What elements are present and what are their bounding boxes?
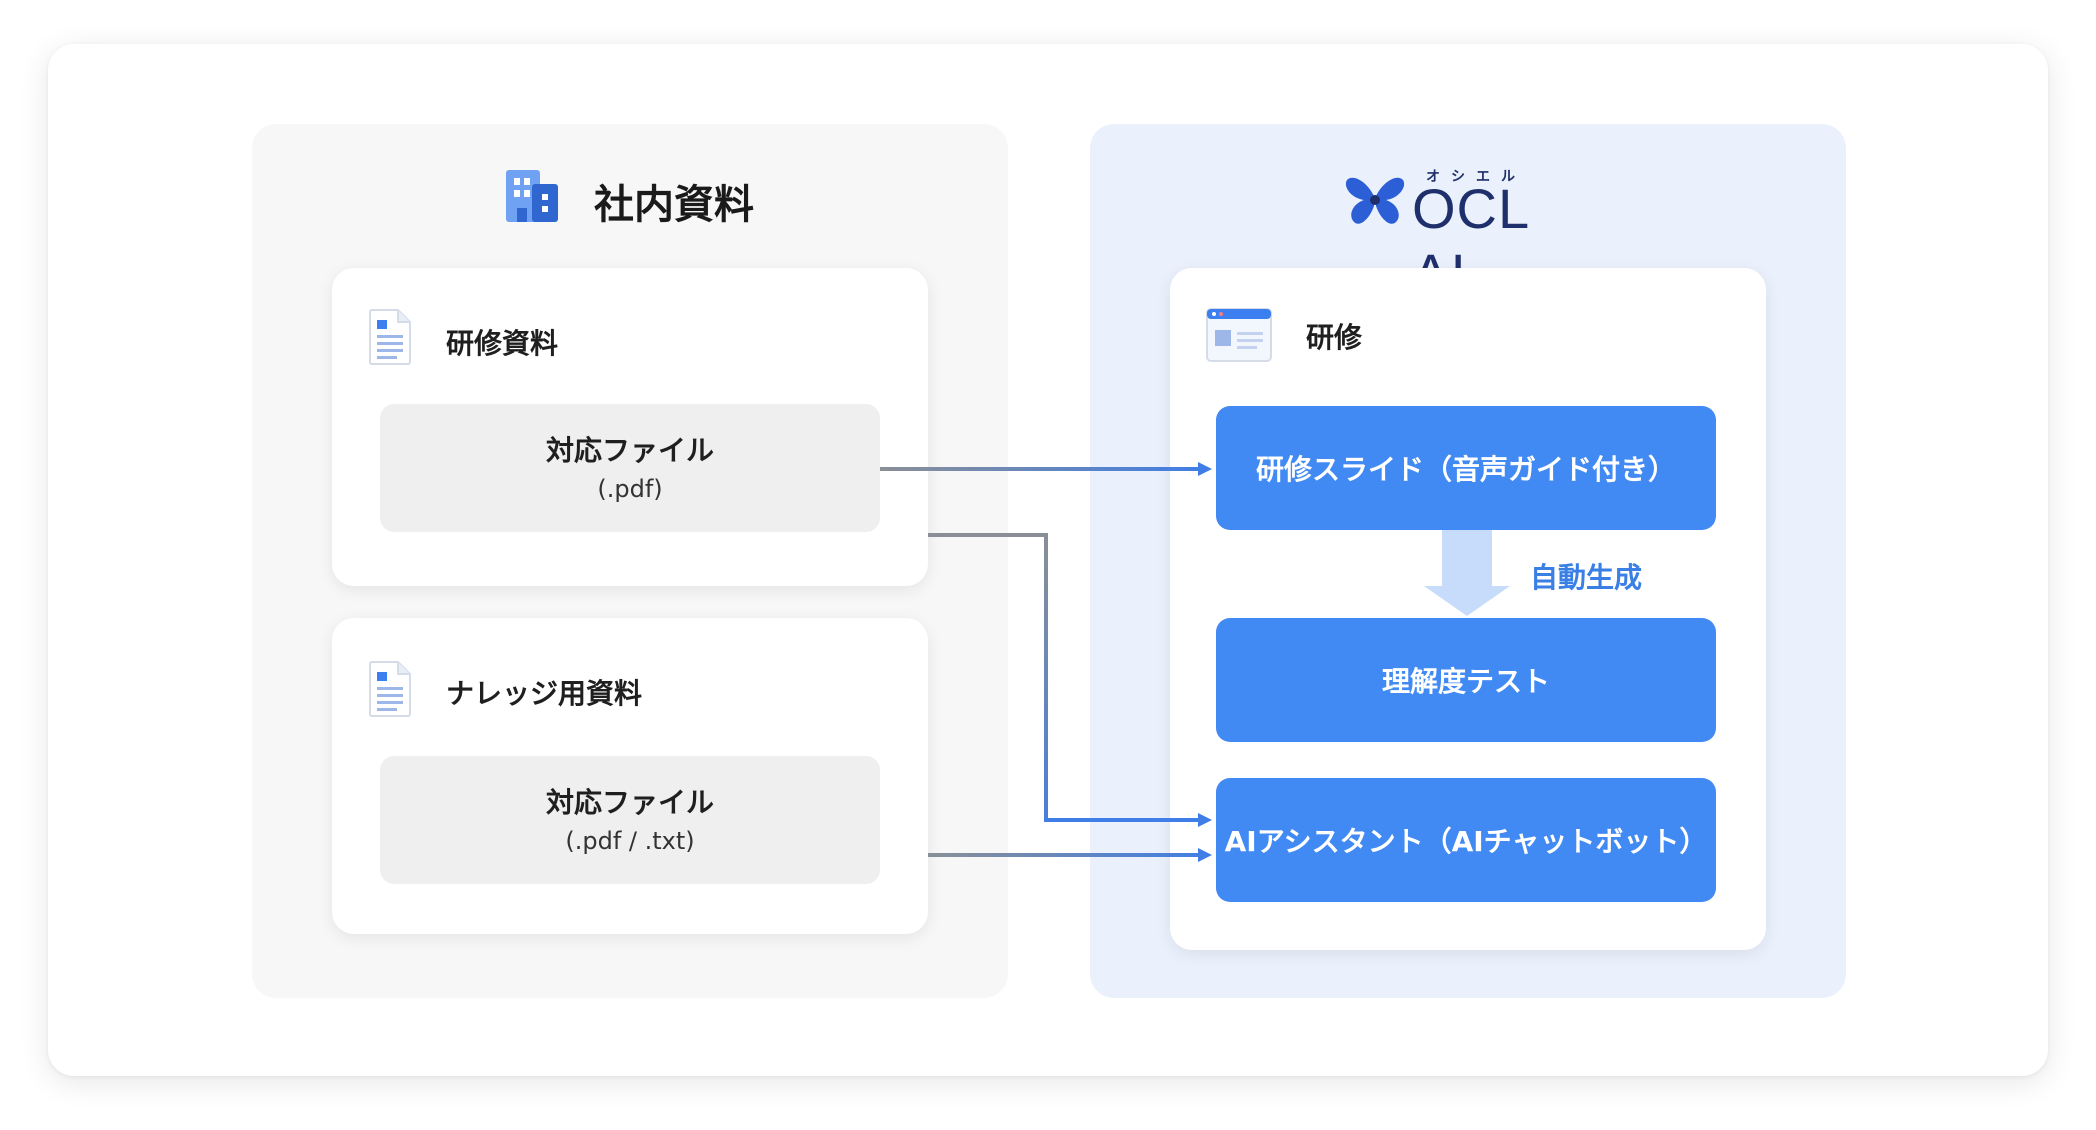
supported-files-title: 対応ファイル	[545, 433, 714, 467]
internal-documents-title: 社内資料	[594, 182, 754, 228]
document-icon	[369, 661, 411, 717]
training-title: 研修	[1306, 321, 1363, 354]
knowledge-materials-card: ナレッジ用資料 対応ファイル (.pdf / .txt)	[332, 618, 928, 934]
supported-files-box: 対応ファイル (.pdf / .txt)	[380, 756, 880, 884]
connector-pdf-to-slides	[880, 462, 1212, 476]
supported-file-types: (.pdf)	[597, 475, 663, 504]
logo-kana: オシエル	[1426, 169, 1526, 185]
training-materials-title: 研修資料	[446, 327, 559, 360]
supported-files-title: 対応ファイル	[545, 785, 714, 819]
ai-assistant-box: AIアシスタント（AIチャットボット）	[1216, 778, 1716, 902]
butterfly-logo-icon	[1345, 177, 1405, 224]
browser-window-icon	[1206, 308, 1272, 362]
connector-training-to-assistant	[928, 533, 1212, 827]
supported-files-box: 対応ファイル (.pdf)	[380, 404, 880, 532]
document-icon	[369, 309, 411, 365]
connector-knowledge-to-assistant	[928, 848, 1212, 862]
comprehension-test-box: 理解度テスト	[1216, 618, 1716, 742]
supported-file-types: (.pdf / .txt)	[565, 827, 695, 856]
training-slides-box: 研修スライド（音声ガイド付き）	[1216, 406, 1716, 530]
auto-generate-label: 自動生成	[1530, 561, 1643, 594]
down-arrow-icon	[1424, 530, 1510, 616]
building-icon	[506, 170, 558, 222]
knowledge-materials-title: ナレッジ用資料	[446, 677, 643, 710]
training-materials-card: 研修資料 対応ファイル (.pdf)	[332, 268, 928, 586]
